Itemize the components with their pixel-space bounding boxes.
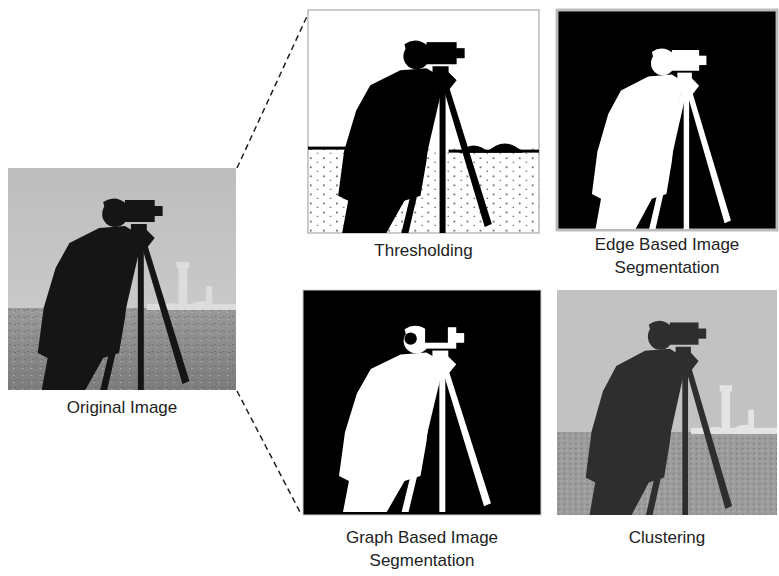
image-caption: Clustering — [557, 527, 777, 550]
image-caption: Original Image — [8, 397, 236, 420]
image-panel: Original Image — [8, 168, 236, 422]
image-panel: Graph Based Image Segmentation — [303, 290, 541, 575]
image-panel: Thresholding — [308, 10, 539, 265]
image-caption: Thresholding — [308, 240, 539, 263]
image-caption: Edge Based Image Segmentation — [567, 234, 767, 280]
image-panel: Edge Based Image Segmentation — [557, 10, 777, 282]
image-panel: Clustering — [557, 290, 777, 552]
image-caption: Graph Based Image Segmentation — [317, 527, 527, 573]
